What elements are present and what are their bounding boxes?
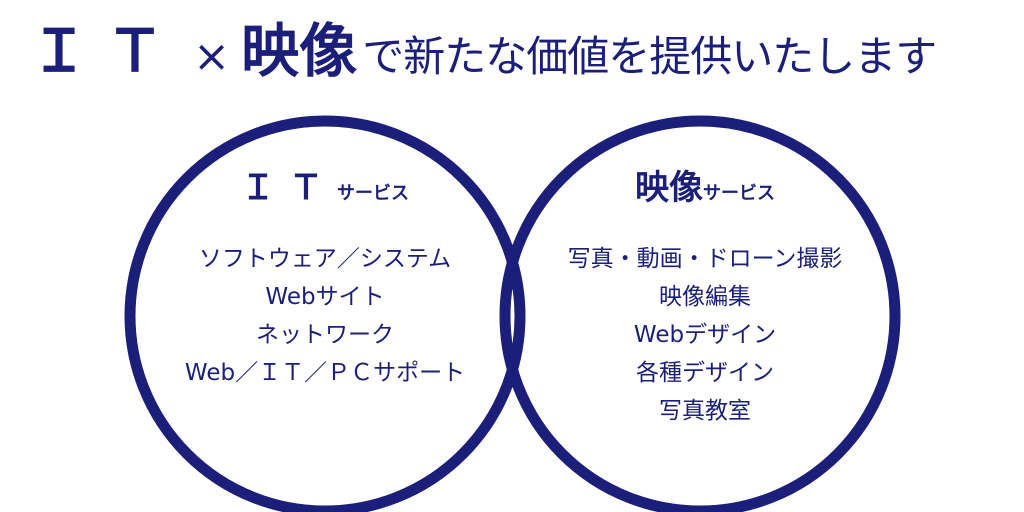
headline-it: ＩＴ xyxy=(30,17,183,85)
video-service-item: 写真教室 xyxy=(659,398,751,424)
video-services-title-main: 映像 xyxy=(635,168,703,208)
video-service-item: 映像編集 xyxy=(659,284,751,310)
headline-tagline: で新たな価値を提供いたします xyxy=(362,32,937,81)
video-services-title-sub: サービス xyxy=(703,183,775,204)
it-service-item: Webサイト xyxy=(265,284,385,310)
video-services-list: 写真・動画・ドローン撮影 映像編集 Webデザイン 各種デザイン 写真教室 xyxy=(500,240,910,430)
it-services-title-main: ＩＴ xyxy=(241,168,337,208)
it-services-block: ＩＴサービス ソフトウェア／システム Webサイト ネットワーク Web／ＩＴ／… xyxy=(130,158,520,392)
it-services-title-sub: サービス xyxy=(337,183,409,204)
video-service-item: Webデザイン xyxy=(633,322,777,348)
it-service-item: Web／ＩＴ／ＰＣサポート xyxy=(184,360,466,386)
headline-times-symbol: × xyxy=(193,31,230,82)
video-services-circle xyxy=(499,115,901,512)
video-service-item: 写真・動画・ドローン撮影 xyxy=(567,246,843,272)
video-services-block: 映像サービス 写真・動画・ドローン撮影 映像編集 Webデザイン 各種デザイン … xyxy=(500,158,910,430)
headline-video: 映像 xyxy=(241,17,358,85)
it-services-list: ソフトウェア／システム Webサイト ネットワーク Web／ＩＴ／ＰＣサポート xyxy=(130,240,520,392)
video-services-title: 映像サービス xyxy=(500,158,910,218)
it-services-title: ＩＴサービス xyxy=(130,158,520,218)
video-service-item: 各種デザイン xyxy=(636,360,774,386)
it-services-circle xyxy=(124,115,526,512)
it-service-item: ネットワーク xyxy=(256,322,394,348)
headline: ＩＴ × 映像 で新たな価値を提供いたします xyxy=(30,4,1010,85)
it-service-item: ソフトウェア／システム xyxy=(198,246,452,272)
